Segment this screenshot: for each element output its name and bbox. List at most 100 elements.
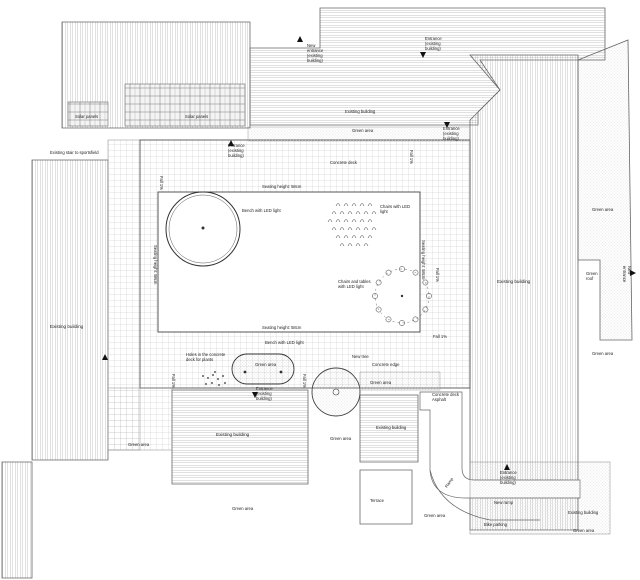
label-seating-left: Seating height: 58cm xyxy=(153,245,158,285)
label-chairs-tables-led: Chairs and tables with LED light xyxy=(338,279,372,289)
chair-mark xyxy=(363,211,369,215)
chair-mark xyxy=(363,243,369,247)
label-entrance-right-top: Entrance (existing building) xyxy=(425,36,443,51)
chair-mark xyxy=(343,235,349,239)
table-mark xyxy=(412,316,419,323)
label-existing-building-br: Existing building xyxy=(568,510,599,515)
label-terrace: Terrace xyxy=(370,498,385,503)
label-ramp: Ramp xyxy=(444,476,455,489)
table-mark xyxy=(422,279,429,286)
oval-bench-dot-1 xyxy=(243,370,247,374)
label-green-area-mid: Green area xyxy=(370,380,392,385)
label-existing-building-mid: Existing building xyxy=(376,425,407,430)
label-entrance-top-left: Entrance (existing building) xyxy=(228,143,246,158)
label-green-area-right-1: Green area xyxy=(592,207,614,212)
chair-mark xyxy=(371,211,377,215)
label-green-area-top: Green area xyxy=(352,128,374,133)
label-green-area-terrace: Green area xyxy=(424,513,446,518)
building-left xyxy=(31,159,109,461)
chair-mark xyxy=(351,203,357,207)
table-mark xyxy=(375,306,382,313)
label-bench-led-1: Bench with LED light xyxy=(242,208,281,213)
chair-mark xyxy=(367,219,373,223)
chair-mark xyxy=(367,203,373,207)
label-green-area-bottom-left: Green area xyxy=(128,442,150,447)
label-green-area-oval: Green area xyxy=(255,362,277,367)
label-bike-parking: Bike parking xyxy=(484,522,508,527)
green-strip-top xyxy=(247,126,471,142)
table-mark xyxy=(426,293,432,299)
label-new-ramp: New ramp xyxy=(494,500,514,505)
label-existing-building-bottom: Existing building xyxy=(216,432,250,437)
buildings-layer xyxy=(1,7,633,579)
table-mark xyxy=(385,316,392,323)
label-seating-top: Seating height: 58cm xyxy=(262,184,302,189)
round-bench-inner xyxy=(168,194,238,264)
table-mark xyxy=(385,269,392,276)
chairs-tables-center xyxy=(400,294,404,298)
label-entrance-mid: Entrance (existing building) xyxy=(256,386,274,401)
chair-mark xyxy=(351,219,357,223)
green-area-mid xyxy=(359,371,441,391)
building-bottom xyxy=(171,389,309,485)
chair-mark xyxy=(331,227,337,231)
solar-panels-1 xyxy=(67,101,109,127)
label-bench-led-2: Bench with LED light xyxy=(265,340,304,345)
chair-mark xyxy=(335,219,341,223)
table-mark xyxy=(399,320,405,326)
chair-mark xyxy=(347,227,353,231)
chairs-tables xyxy=(372,266,432,326)
label-green-area-br: Green area xyxy=(573,528,595,533)
building-bottom-left xyxy=(1,461,33,579)
building-right xyxy=(469,54,579,531)
table-mark xyxy=(412,269,419,276)
chair-mark xyxy=(339,211,345,215)
paving-bottom-left xyxy=(107,387,173,451)
label-chairs-led: Chairs with LED light xyxy=(380,204,411,214)
entrance-arrows xyxy=(102,36,636,470)
oval-bench xyxy=(231,353,295,385)
label-concrete-edge: Concrete edge xyxy=(372,362,400,367)
label-solar-panels-2: Solar panels xyxy=(185,114,208,119)
label-fall-1: Fall 1% xyxy=(159,176,164,190)
gravel-right xyxy=(469,461,611,535)
label-fall-2: Fall 1% xyxy=(409,150,414,164)
oval-bench-dot-2 xyxy=(279,370,283,374)
label-new-entrance-right: New entrance xyxy=(622,266,632,283)
chair-mark xyxy=(371,227,377,231)
building-mid xyxy=(359,394,419,463)
chair-mark xyxy=(327,219,333,223)
chair-mark xyxy=(351,235,357,239)
chair-mark xyxy=(335,203,341,207)
green-roof-area xyxy=(577,39,633,341)
label-existing-building-top: Existing building xyxy=(345,109,376,114)
chair-mark xyxy=(359,219,365,223)
chair-mark xyxy=(335,235,341,239)
label-green-roof: Green roof xyxy=(586,271,599,281)
chair-mark xyxy=(331,211,337,215)
chair-mark xyxy=(355,243,361,247)
solar-panels-2 xyxy=(124,83,246,127)
label-existing-building-left: Existing building xyxy=(50,324,84,329)
chair-mark xyxy=(355,211,361,215)
label-existing-stair: Existing stair to sportsfield xyxy=(50,150,99,155)
label-fall-4: Fall 1% xyxy=(433,334,447,339)
label-new-entrance: New entrance (existing building) xyxy=(307,43,324,63)
label-seating-right: Seating height: 58cm xyxy=(421,240,426,280)
round-bench-center xyxy=(201,226,205,230)
chair-mark xyxy=(363,227,369,231)
label-green-area-center: Green area xyxy=(330,436,352,441)
chairs-tables-ring xyxy=(374,268,430,324)
chair-mark xyxy=(343,203,349,207)
label-new-tree: New tree xyxy=(352,354,369,359)
chair-mark xyxy=(359,235,365,239)
new-tree-trunk xyxy=(332,388,340,396)
table-mark xyxy=(375,279,382,286)
label-seating-bottom: Seating height: 58cm xyxy=(262,325,302,330)
label-existing-building-right: Existing building xyxy=(497,279,531,284)
chair-mark xyxy=(359,203,365,207)
label-holes-plants: Holes in the concrete deck for plants xyxy=(186,352,227,362)
chair-mark xyxy=(347,243,353,247)
label-entrance-top-right: Entrance (existing building) xyxy=(443,126,461,141)
